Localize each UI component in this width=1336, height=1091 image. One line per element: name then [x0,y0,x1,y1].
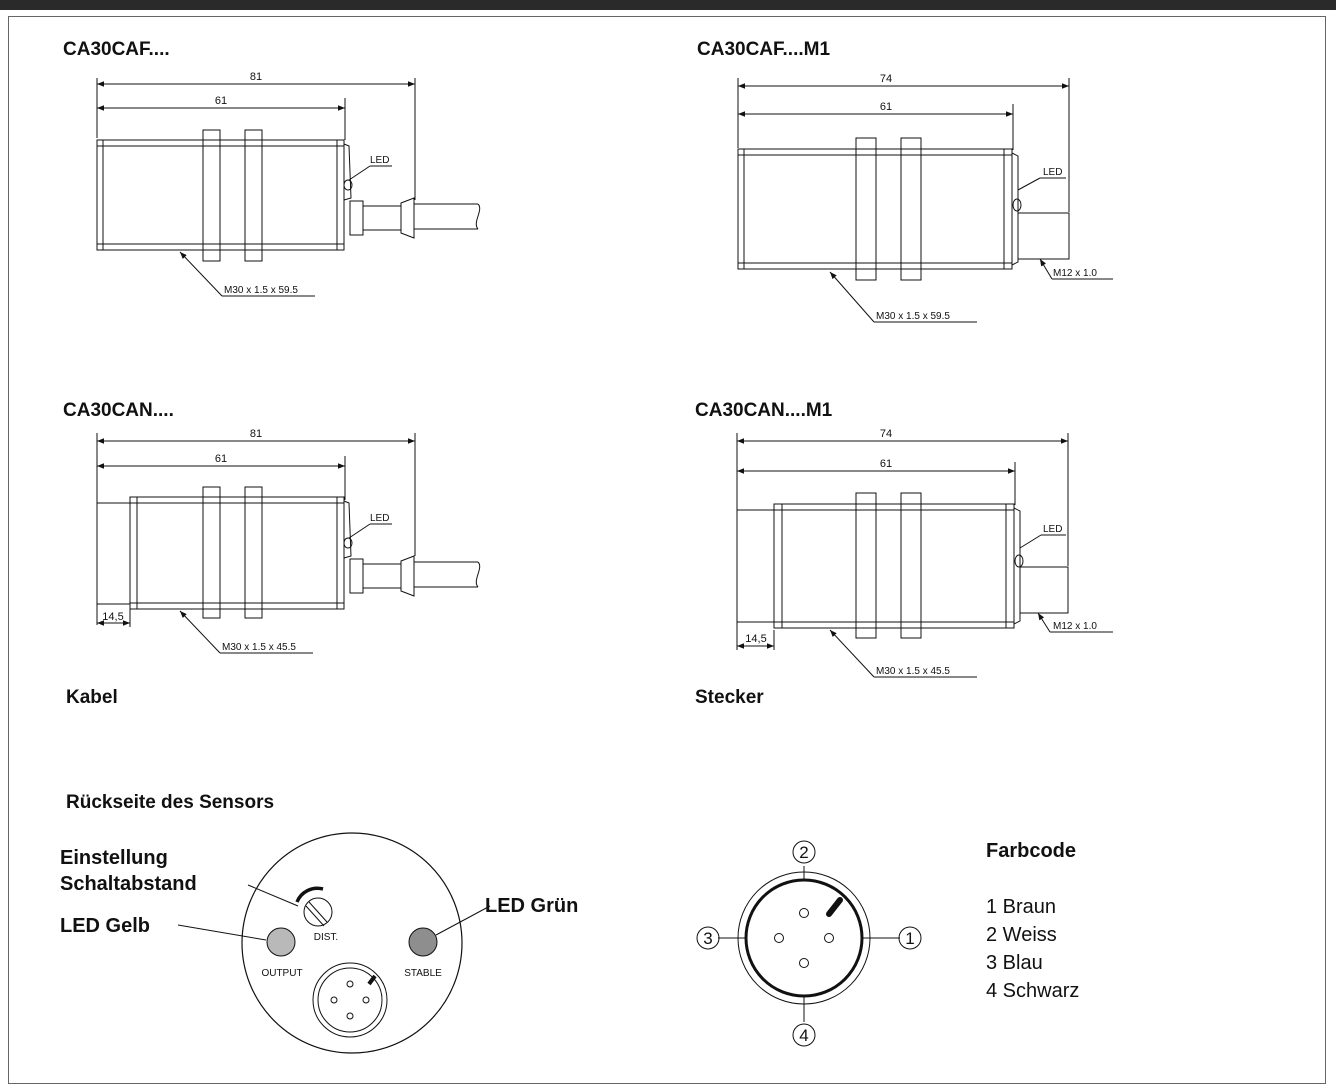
view-caf-plug: CA30CAF....M1 74 61 LED M12 x 1.0 M30 x … [697,39,1113,323]
sensor-body [129,496,345,610]
led-yellow-label: LED Gelb [60,915,150,937]
head-dimension: 14,5 [102,611,123,623]
output-label: OUTPUT [261,968,302,979]
led-label: LED [1043,524,1062,535]
view-can-cable: CA30CAN.... 81 61 LED 14,5 M30 x 1. [63,400,481,654]
colorcode-item: 3 Blau [986,952,1043,974]
dist-label: DIST. [314,932,338,943]
lock-nut [900,492,922,639]
view-title: CA30CAN....M1 [695,400,833,421]
colorcode-item: 2 Weiss [986,924,1057,946]
led-green-label: LED Grün [485,895,578,917]
color-code: Farbcode 1 Braun 2 Weiss 3 Blau 4 Schwar… [986,840,1079,1002]
thread-label: M30 x 1.5 x 59.5 [876,311,950,322]
colorcode-title: Farbcode [986,840,1076,862]
lock-nut [855,137,877,281]
dimension-total: 81 [250,428,262,440]
label-stecker: Stecker [695,687,764,708]
sensor-body [737,148,1013,270]
connector-pinout: 2 1 3 4 [696,840,922,1047]
dimension-body: 61 [215,95,227,107]
cable-gland [400,555,415,597]
pin-number-1: 1 [905,929,914,948]
colorcode-item: 1 Braun [986,896,1056,918]
stable-label: STABLE [404,968,442,979]
dimension-body: 61 [880,101,892,113]
label-kabel: Kabel [66,687,118,708]
dimension-body: 61 [880,458,892,470]
pin-number-2: 2 [799,843,808,862]
dimension-total: 81 [250,71,262,83]
dimension-body: 61 [215,453,227,465]
connector-label: M12 x 1.0 [1053,621,1097,632]
lock-nut [900,137,922,281]
view-title: CA30CAF.... [63,39,170,60]
lock-nut [244,486,263,619]
lock-nut [202,486,221,619]
pin-3 [774,933,784,943]
pin-number-4: 4 [799,1026,808,1045]
colorcode-item: 4 Schwarz [986,980,1079,1002]
view-title: CA30CAF....M1 [697,39,830,60]
led-label: LED [370,513,389,524]
pin-1 [824,933,834,943]
led-label: LED [1043,167,1062,178]
setting-label-line2: Schaltabstand [60,873,197,895]
setting-label-line1: Einstellung [60,847,168,869]
head-dimension: 14,5 [745,633,766,645]
led-yellow [266,927,296,957]
thread-label: M30 x 1.5 x 59.5 [224,285,298,296]
view-can-plug: CA30CAN....M1 74 61 LED M12 x 1.0 14,5 M… [695,400,1113,678]
rear-connector [312,962,388,1038]
connector-outer-ring [737,871,871,1005]
pin-number-3: 3 [703,929,712,948]
coding-key [826,897,843,917]
dimension-total: 74 [880,428,892,440]
pin-4 [799,958,809,968]
m12-connector [1019,566,1069,614]
lock-nut [202,129,221,262]
lock-nut [855,492,877,639]
led-label: LED [370,155,389,166]
sensing-head [736,509,775,623]
thread-label: M30 x 1.5 x 45.5 [876,666,950,677]
led-green [408,927,438,957]
thread-label: M30 x 1.5 x 45.5 [222,642,296,653]
connector-label: M12 x 1.0 [1053,268,1097,279]
sensor-body [773,503,1015,629]
page-frame [8,16,1326,1084]
m12-connector [1017,212,1070,260]
sensing-head [96,502,131,605]
distance-potentiometer [303,897,333,927]
top-bar [0,0,1336,10]
view-caf-cable: CA30CAF.... 81 61 LED M30 x 1 [63,39,481,297]
pin-2 [799,908,809,918]
rear-view: Rückseite des Sensors DIST. OUTPUT STABL… [60,792,578,1054]
view-title: CA30CAN.... [63,400,174,421]
dimension-total: 74 [880,73,892,85]
sensor-rear-face [241,832,463,1054]
lock-nut [244,129,263,262]
rear-view-title: Rückseite des Sensors [66,792,274,813]
cable-gland [400,197,415,239]
